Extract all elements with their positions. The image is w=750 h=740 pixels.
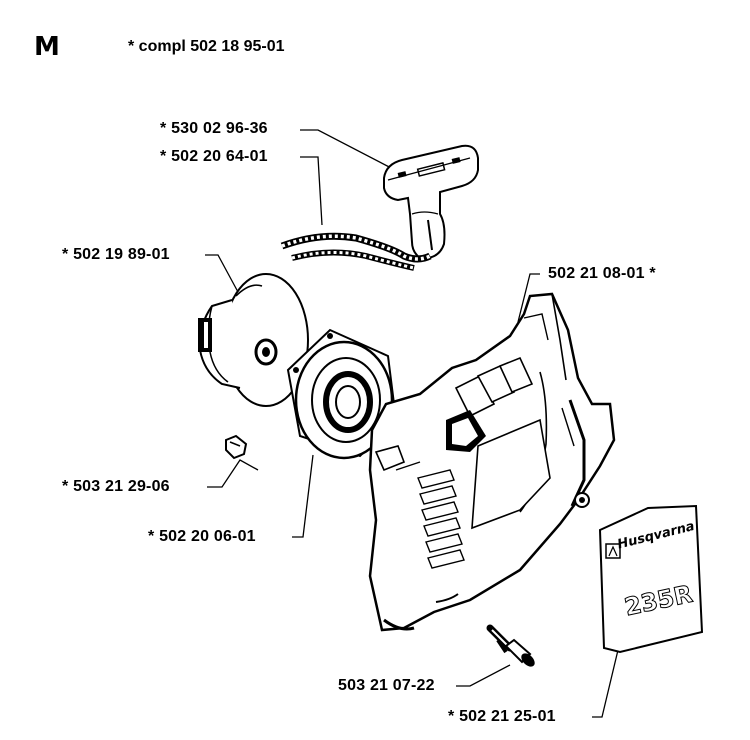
starter-cord-part: [280, 232, 432, 271]
label-pulley: * 502 19 89-01: [62, 246, 170, 263]
screw-part: [486, 624, 535, 667]
section-letter: M: [34, 32, 60, 62]
leader-decal: [592, 649, 619, 718]
leader-handle: [300, 129, 396, 171]
header-note: * compl 502 18 95-01: [128, 38, 285, 55]
starter-pawl-housing-part: [286, 328, 398, 460]
label-starter-pawl-housing: * 502 20 06-01: [148, 528, 256, 545]
leader-screw: [456, 664, 511, 687]
cover-vents-top: [454, 356, 534, 418]
label-handle: * 530 02 96-36: [160, 120, 268, 137]
decal-part: [598, 504, 704, 654]
leader-starter: [292, 454, 314, 538]
small-bolt-part: [225, 434, 248, 460]
label-screw: 503 21 07-22: [338, 677, 435, 694]
pulley-part: [198, 273, 309, 407]
leader-pulley: [205, 254, 239, 293]
leader-bolt: [207, 459, 259, 488]
cover-vents-side: [417, 469, 465, 569]
label-bolt-small: * 503 21 29-06: [62, 478, 170, 495]
leader-lines: [205, 129, 619, 718]
label-housing: 502 21 08-01 *: [548, 265, 656, 282]
leader-cord: [300, 156, 323, 226]
starter-cover-part: [368, 292, 616, 632]
leader-housing: [517, 273, 540, 323]
starter-handle-part: [383, 144, 479, 259]
label-cord: * 502 20 64-01: [160, 148, 268, 165]
label-decal: * 502 21 25-01: [448, 708, 556, 725]
